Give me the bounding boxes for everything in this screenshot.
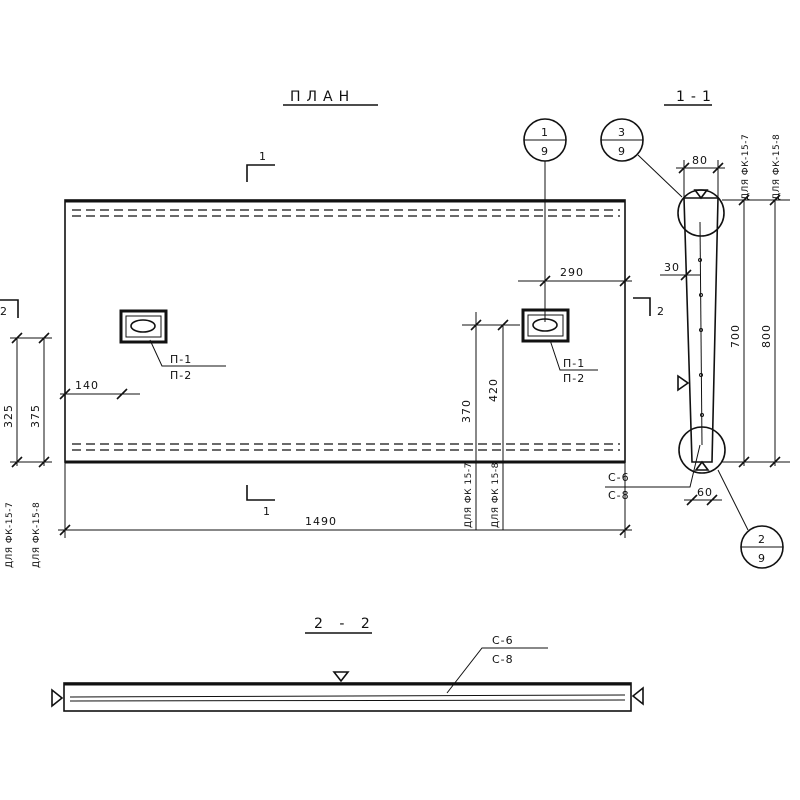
section-2-2-rebar	[69, 694, 626, 698]
cut-marker-2-right	[633, 297, 651, 316]
callout-2-bottom: 9	[758, 552, 766, 565]
rib-body	[683, 197, 719, 463]
leader-loop-right	[549, 339, 598, 371]
cut-label-1-bottom: 1	[263, 505, 271, 518]
detail-callout-1-9: 1 9	[523, 118, 567, 322]
section-1-1: 1-1 3 9 2 9	[600, 89, 790, 569]
dim-60: 60	[697, 486, 713, 499]
mark-p1-left: П-1	[170, 353, 192, 366]
leader-loop-left	[149, 339, 226, 367]
note-fk157-c: ДЛЯ ФК-15-7	[741, 134, 751, 200]
callout-1-bottom: 9	[541, 145, 549, 158]
callout-1-top: 1	[541, 126, 549, 139]
note-fk158-a: ДЛЯ ФК 15-8	[491, 462, 501, 528]
dim-30: 30	[664, 261, 680, 274]
dim-1490: 1490	[305, 515, 337, 528]
cut-marker-1-top	[246, 164, 275, 182]
cut-marker-2-left	[0, 299, 19, 318]
callout-3-bottom: 9	[618, 145, 626, 158]
plan-title: ПЛАН	[290, 89, 355, 105]
bearing-mark-bottom	[694, 460, 710, 471]
dim-370: 370	[460, 399, 473, 423]
leader-c6-side	[605, 444, 701, 488]
mark-c8-side: С-8	[608, 489, 630, 502]
note-fk157-a: ДЛЯ ФК 15-7	[464, 462, 474, 528]
dim-325: 325	[2, 404, 15, 428]
bearing-mark-top	[693, 189, 709, 200]
mark-p1-right: П-1	[563, 357, 585, 370]
section-2-2-title: 2 - 2	[314, 616, 376, 632]
callout-3-top: 3	[618, 126, 626, 139]
detail-circle-bottom	[678, 426, 726, 474]
callout-2-top: 2	[758, 533, 766, 546]
bearing-mark-right	[631, 686, 644, 706]
dim-140: 140	[75, 379, 99, 392]
mark-p2-right: П-2	[563, 372, 585, 385]
note-fk158-c: ДЛЯ ФК-15-8	[772, 134, 782, 200]
detail-callout-3-9: 3 9	[600, 118, 683, 198]
dim-800: 800	[760, 324, 773, 348]
cut-marker-1-bottom	[246, 485, 275, 501]
mark-c8-bottom: С-8	[492, 653, 514, 666]
note-fk157-b: ДЛЯ ФК-15-7	[5, 502, 15, 568]
plan-view: ПЛАН П-1 П-2 П-1 П-2 1 1	[0, 89, 665, 568]
cut-label-2-right: 2	[657, 305, 665, 318]
rib-rebar	[699, 221, 703, 446]
cut-label-2-left: 2	[0, 305, 8, 318]
detail-callout-2-9: 2 9	[717, 469, 784, 569]
leader-c6-bottom	[446, 647, 548, 694]
dim-700: 700	[729, 324, 742, 348]
dim-80: 80	[692, 154, 708, 167]
bearing-mark-side	[677, 374, 690, 392]
note-fk158-b: ДЛЯ ФК-15-8	[32, 502, 42, 568]
dim-420: 420	[487, 378, 500, 402]
mark-p2-left: П-2	[170, 369, 192, 382]
mark-c6-side: С-6	[608, 471, 630, 484]
section-1-1-title: 1-1	[676, 89, 717, 105]
cut-label-1-top: 1	[259, 150, 267, 163]
dim-290: 290	[560, 266, 584, 279]
mark-c6-bottom: С-6	[492, 634, 514, 647]
bearing-mark-top-2-2	[332, 671, 350, 683]
section-2-2: 2 - 2 С-6 С-8	[51, 616, 644, 712]
dim-375: 375	[29, 404, 42, 428]
bearing-mark-left	[51, 688, 64, 708]
lifting-loop-left	[119, 309, 168, 344]
